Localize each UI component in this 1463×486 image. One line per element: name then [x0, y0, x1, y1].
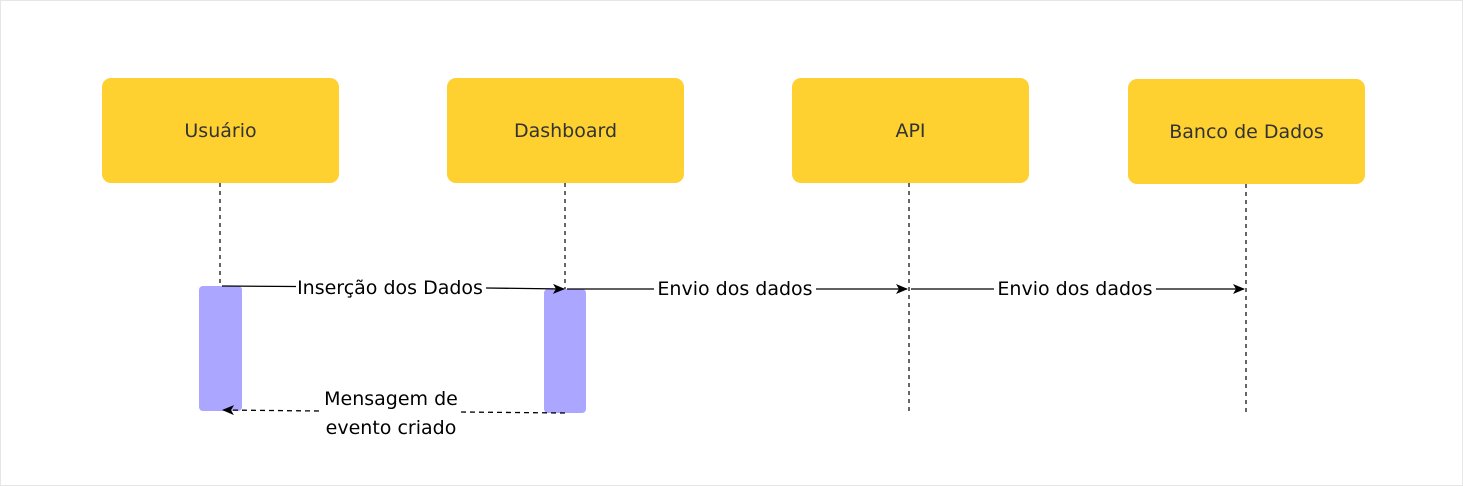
activation-bar-usuario [199, 286, 242, 411]
actor-label-api: API [895, 120, 925, 142]
message-arrow-insercao [221, 285, 297, 288]
return-label-line-1: Mensagem de [324, 388, 458, 410]
actor-box-dashboard[interactable] [447, 78, 684, 183]
message-label-envio-api: Envio dos dados [657, 278, 812, 300]
actor-label-dashboard: Dashboard [514, 120, 617, 142]
actor-box-banco-de-dados[interactable] [1128, 79, 1365, 184]
message-arrow-insercao-tail [485, 283, 565, 294]
message-label-envio-db: Envio dos dados [997, 278, 1152, 300]
return-label-line-2: evento criado [326, 417, 457, 439]
actor-box-api[interactable] [792, 78, 1029, 183]
return-arrow-head-segment [222, 405, 320, 416]
actor-label-banco-de-dados: Banco de Dados [1169, 121, 1323, 143]
activation-bar-dashboard [544, 289, 586, 413]
actor-label-usuario: Usuário [184, 120, 256, 142]
actor-box-usuario[interactable] [102, 78, 339, 183]
message-label-insercao: Inserção dos Dados [297, 277, 483, 299]
